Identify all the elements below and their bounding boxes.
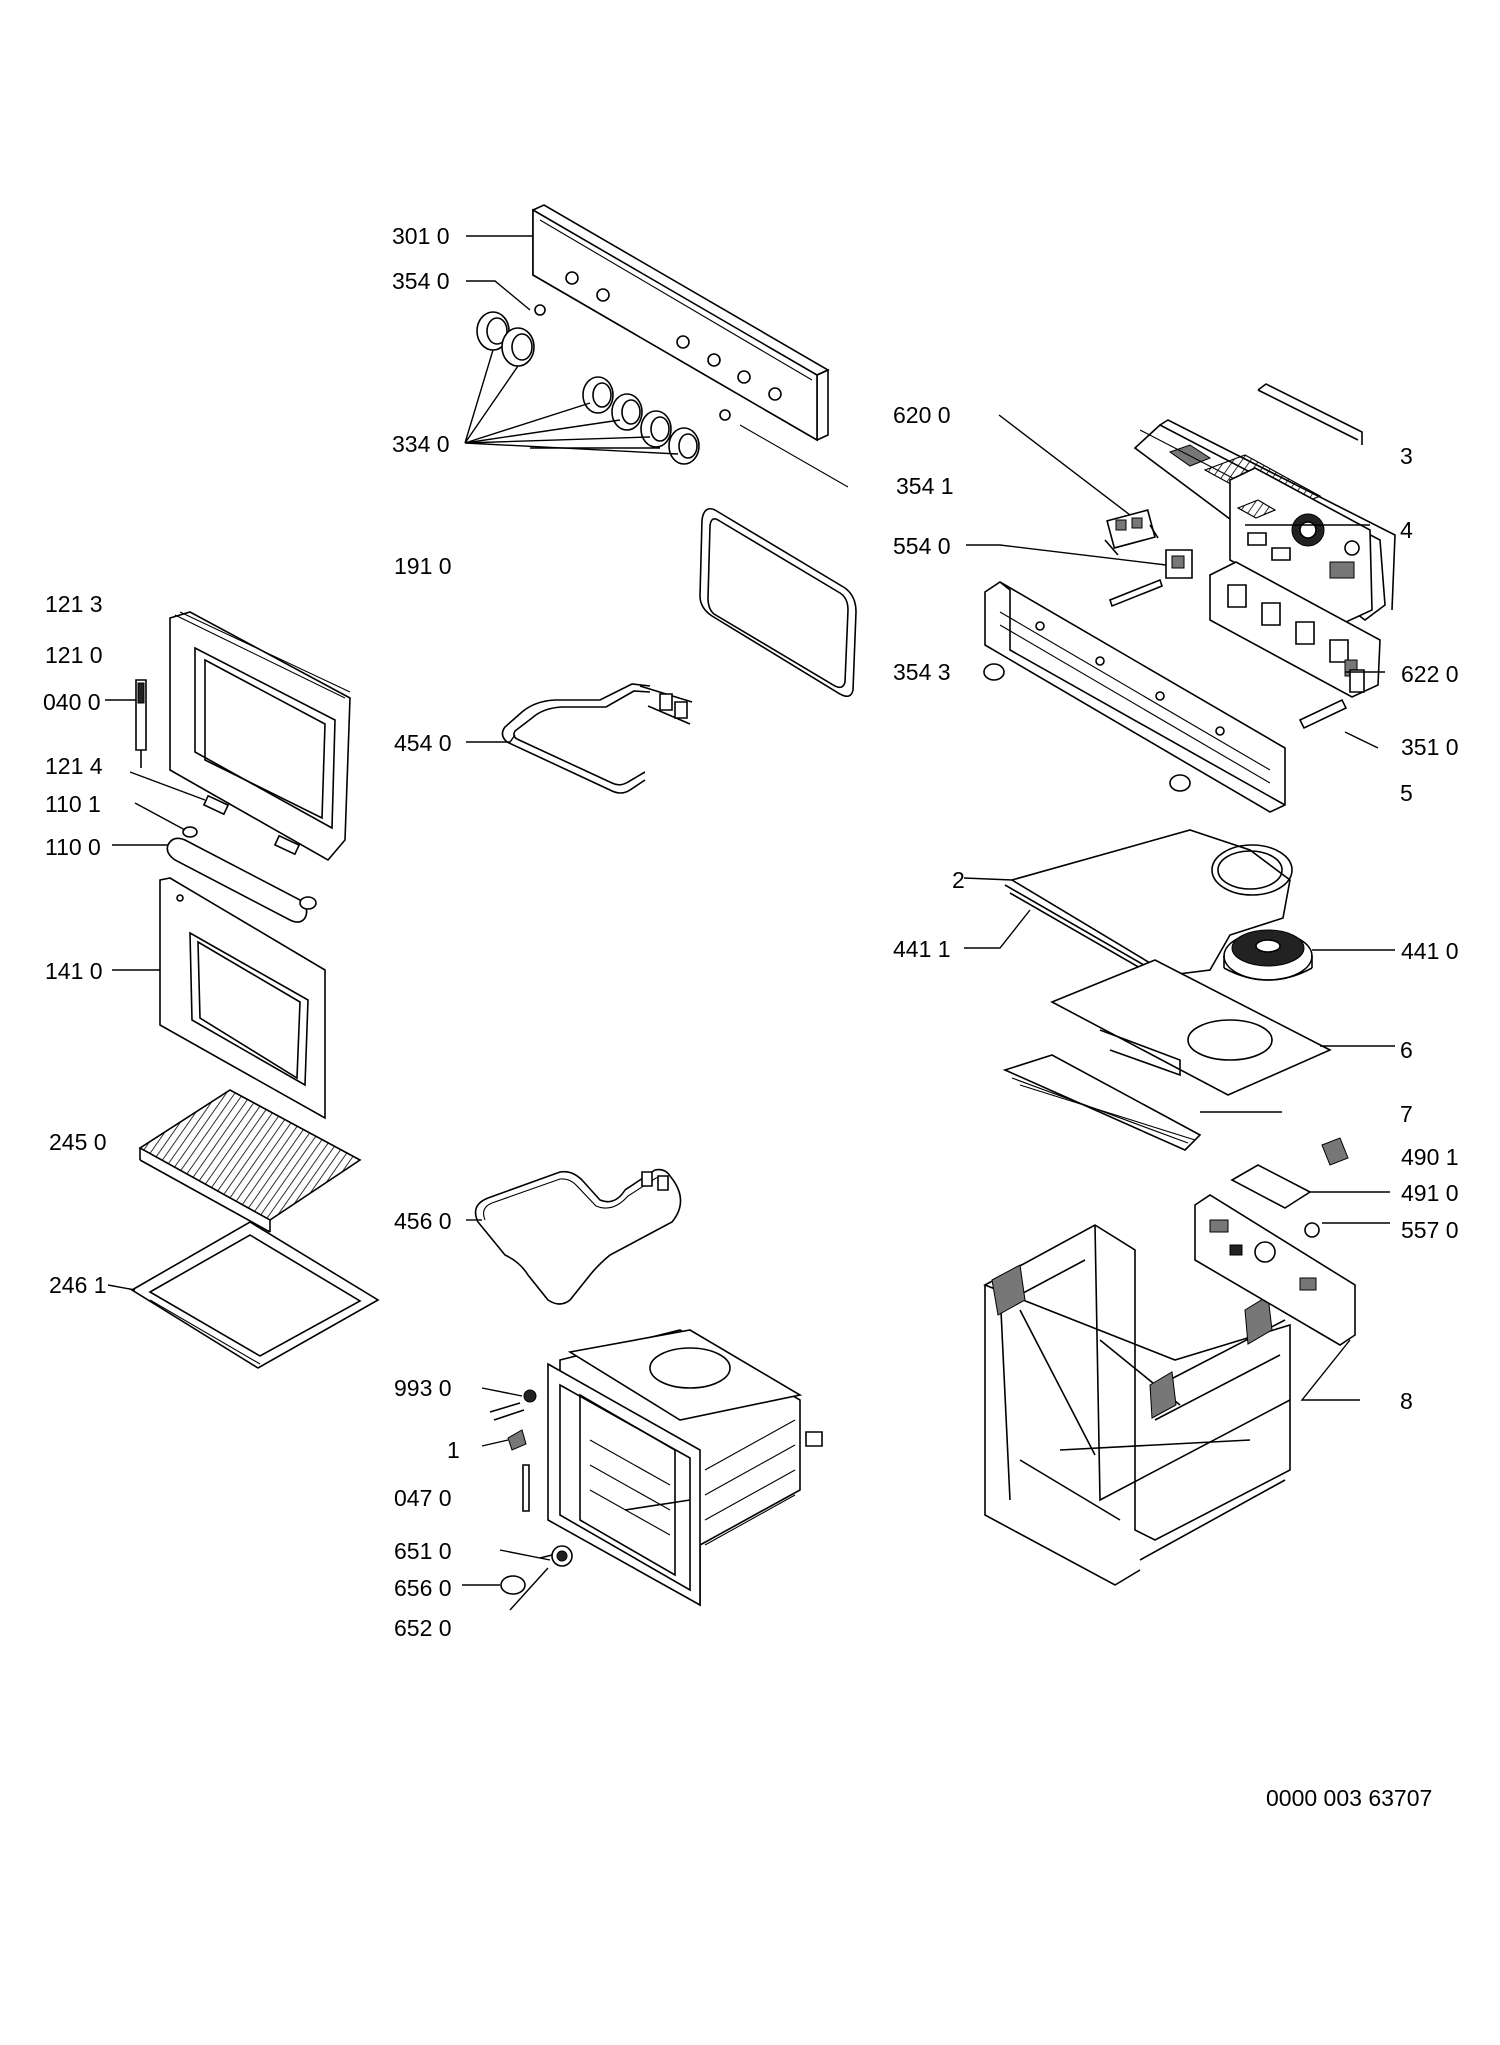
part-label-656-0: 656 0 bbox=[394, 1575, 452, 1601]
switch-554-part bbox=[1110, 550, 1192, 606]
part-label-121-3: 121 3 bbox=[45, 591, 103, 617]
bottom-heater-part bbox=[476, 1170, 681, 1304]
small-parts-part bbox=[490, 1390, 572, 1594]
part-label-554-0: 554 0 bbox=[893, 533, 951, 559]
inner-door-part bbox=[170, 612, 350, 860]
part-label-651-0: 651 0 bbox=[394, 1538, 452, 1564]
hinge-040-part bbox=[136, 680, 146, 768]
part-label-301-0: 301 0 bbox=[392, 223, 450, 249]
part-label-456-0: 456 0 bbox=[394, 1208, 452, 1234]
top-heater-part bbox=[502, 684, 692, 793]
part-label-1: 1 bbox=[447, 1437, 460, 1463]
part-label-351-0: 351 0 bbox=[1401, 734, 1459, 760]
part-label-110-0: 110 0 bbox=[45, 834, 101, 860]
part-label-441-1: 441 1 bbox=[893, 936, 951, 962]
control-module-part bbox=[1230, 468, 1372, 622]
part-label-652-0: 652 0 bbox=[394, 1615, 452, 1641]
control-panel-part bbox=[533, 205, 848, 487]
part-label-040-0: 040 0 bbox=[43, 689, 101, 715]
part-label-5: 5 bbox=[1400, 780, 1413, 806]
leader-lines bbox=[105, 236, 1395, 1610]
rear-panel-part bbox=[1005, 960, 1330, 1150]
oven-cavity-part bbox=[548, 1330, 822, 1605]
electronic-board-part bbox=[1195, 1138, 1355, 1345]
part-label-121-0: 121 0 bbox=[45, 642, 103, 668]
part-label-6: 6 bbox=[1400, 1037, 1413, 1063]
part-label-191-0: 191 0 bbox=[394, 553, 452, 579]
part-label-4: 4 bbox=[1400, 517, 1413, 543]
door-gasket-part bbox=[700, 509, 856, 697]
door-handle-part bbox=[167, 827, 316, 922]
part-label-557-0: 557 0 bbox=[1401, 1217, 1459, 1243]
part-label-354-3: 354 3 bbox=[893, 659, 951, 685]
baking-tray-part bbox=[132, 1222, 378, 1368]
convection-fan-part bbox=[1224, 930, 1312, 980]
diagram-reference-number: 0000 003 63707 bbox=[1266, 1785, 1433, 1811]
part-label-622-0: 622 0 bbox=[1401, 661, 1459, 687]
part-label-490-1: 490 1 bbox=[1401, 1144, 1459, 1170]
part-label-047-0: 047 0 bbox=[394, 1485, 452, 1511]
knobs-part bbox=[477, 312, 699, 464]
part-label-7: 7 bbox=[1400, 1101, 1413, 1127]
part-label-245-0: 245 0 bbox=[49, 1129, 107, 1155]
part-label-334-0: 334 0 bbox=[392, 431, 450, 457]
part-label-354-1: 354 1 bbox=[896, 473, 954, 499]
part-label-121-4: 121 4 bbox=[45, 753, 103, 779]
part-label-2: 2 bbox=[952, 867, 965, 893]
part-label-993-0: 993 0 bbox=[394, 1375, 452, 1401]
thermostat-620-part bbox=[1105, 510, 1158, 555]
part-label-620-0: 620 0 bbox=[893, 402, 951, 428]
switch-rail-part bbox=[984, 582, 1346, 812]
switches-622-part bbox=[1210, 562, 1380, 697]
part-label-110-1: 110 1 bbox=[45, 791, 101, 817]
outer-door-glass-part bbox=[160, 878, 325, 1118]
part-label-441-0: 441 0 bbox=[1401, 938, 1459, 964]
wire-shelf-part bbox=[140, 1090, 360, 1232]
housing-frame-part bbox=[985, 1225, 1290, 1585]
part-label-246-1: 246 1 bbox=[49, 1272, 107, 1298]
part-label-141-0: 141 0 bbox=[45, 958, 103, 984]
part-label-8: 8 bbox=[1400, 1388, 1413, 1414]
part-label-491-0: 491 0 bbox=[1401, 1180, 1459, 1206]
part-label-3: 3 bbox=[1400, 443, 1413, 469]
part-label-454-0: 454 0 bbox=[394, 730, 452, 756]
part-label-354-0: 354 0 bbox=[392, 268, 450, 294]
